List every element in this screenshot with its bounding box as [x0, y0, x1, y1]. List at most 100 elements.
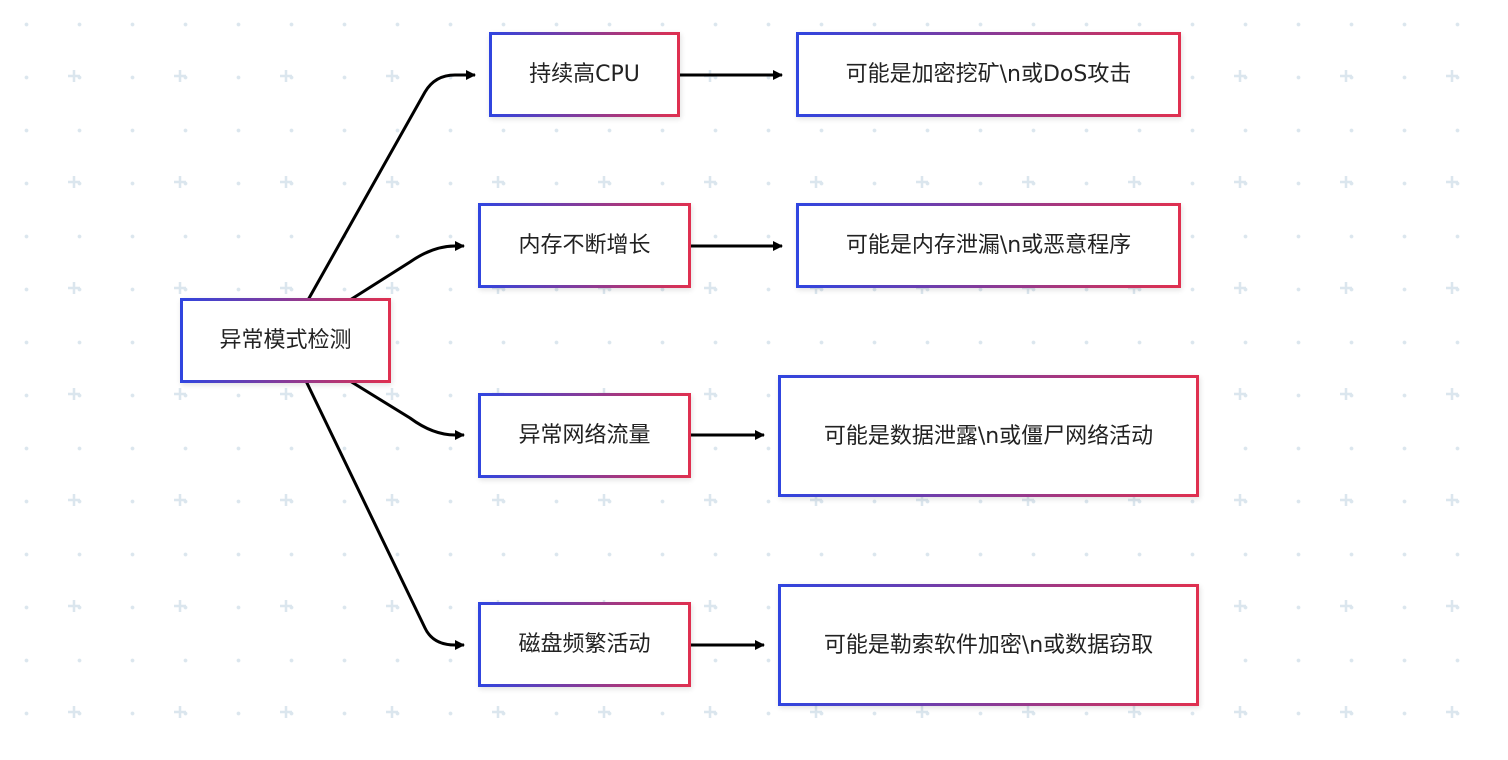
grid-plus-mark: [1446, 494, 1458, 506]
grid-plus-mark: [174, 388, 186, 400]
edge-root-to-net: [349, 379, 465, 440]
grid-plus-mark: [174, 494, 186, 506]
grid-plus-mark: [68, 388, 80, 400]
grid-plus-mark: [1446, 176, 1458, 188]
grid-plus-mark: [1022, 176, 1034, 188]
branch-node-cpu[interactable]: 持续高CPU: [489, 32, 680, 117]
branch-node-memory[interactable]: 内存不断增长: [478, 203, 691, 288]
branch-node-disk[interactable]: 磁盘频繁活动: [478, 602, 691, 687]
grid-plus-mark: [1234, 494, 1246, 506]
grid-plus-mark: [1234, 282, 1246, 294]
grid-plus-mark: [916, 706, 928, 718]
grid-plus-mark: [280, 494, 292, 506]
grid-plus-mark: [174, 706, 186, 718]
grid-plus-mark: [1234, 706, 1246, 718]
result-node-memory[interactable]: 可能是内存泄漏\n或恶意程序: [796, 203, 1181, 288]
grid-plus-mark: [68, 600, 80, 612]
grid-plus-mark: [1128, 176, 1140, 188]
grid-plus-mark: [386, 388, 398, 400]
branch-node-network[interactable]: 异常网络流量: [478, 393, 691, 478]
grid-plus-mark: [598, 600, 610, 612]
branch-node-label: 异常网络流量: [518, 423, 651, 448]
grid-plus-mark: [386, 706, 398, 718]
grid-plus-mark: [704, 494, 716, 506]
grid-plus-mark: [68, 176, 80, 188]
branch-node-label: 磁盘频繁活动: [518, 632, 651, 657]
grid-plus-mark: [704, 706, 716, 718]
grid-plus-mark: [174, 282, 186, 294]
grid-plus-mark: [1340, 706, 1352, 718]
edge-root-to-disk: [304, 380, 465, 650]
grid-plus-mark: [280, 176, 292, 188]
edge-root-to-mem: [349, 241, 465, 302]
result-node-label: 可能是数据泄露\n或僵尸网络活动: [823, 423, 1154, 449]
grid-plus-mark: [492, 176, 504, 188]
grid-plus-mark: [1446, 282, 1458, 294]
grid-plus-mark: [810, 70, 822, 82]
grid-plus-mark: [1234, 600, 1246, 612]
grid-plus-mark: [704, 600, 716, 612]
grid-plus-mark: [916, 494, 928, 506]
grid-plus-mark: [1340, 494, 1352, 506]
grid-plus-mark: [916, 176, 928, 188]
grid-plus-mark: [386, 282, 398, 294]
branch-node-label: 持续高CPU: [529, 62, 640, 87]
root-node[interactable]: 异常模式检测: [180, 298, 391, 383]
grid-plus-mark: [810, 494, 822, 506]
grid-plus-mark: [704, 388, 716, 400]
result-node-network[interactable]: 可能是数据泄露\n或僵尸网络活动: [778, 375, 1199, 497]
edge-root-to-cpu: [306, 70, 476, 301]
grid-plus-mark: [386, 70, 398, 82]
grid-plus-mark: [386, 494, 398, 506]
grid-plus-mark: [492, 494, 504, 506]
grid-plus-mark: [280, 388, 292, 400]
grid-plus-mark: [386, 600, 398, 612]
grid-plus-mark: [280, 600, 292, 612]
grid-plus-mark: [1340, 70, 1352, 82]
grid-plus-mark: [492, 600, 504, 612]
grid-plus-mark: [916, 282, 928, 294]
grid-plus-mark: [68, 70, 80, 82]
grid-plus-mark: [1128, 494, 1140, 506]
grid-plus-mark: [598, 706, 610, 718]
grid-plus-mark: [174, 176, 186, 188]
grid-plus-mark: [492, 70, 504, 82]
result-node-disk[interactable]: 可能是勒索软件加密\n或数据窃取: [778, 584, 1199, 706]
grid-plus-mark: [1340, 600, 1352, 612]
grid-plus-mark: [68, 282, 80, 294]
grid-plus-mark: [280, 282, 292, 294]
grid-plus-mark: [174, 70, 186, 82]
grid-plus-mark: [1340, 176, 1352, 188]
grid-plus-mark: [704, 176, 716, 188]
grid-plus-mark: [1128, 706, 1140, 718]
result-node-label: 可能是内存泄漏\n或恶意程序: [845, 233, 1132, 258]
grid-plus-mark: [1234, 70, 1246, 82]
grid-plus-mark: [704, 282, 716, 294]
grid-plus-mark: [280, 706, 292, 718]
grid-plus-mark: [1022, 282, 1034, 294]
grid-plus-mark: [492, 388, 504, 400]
grid-plus-mark: [68, 706, 80, 718]
grid-plus-mark: [386, 176, 398, 188]
grid-plus-mark: [1234, 388, 1246, 400]
grid-plus-mark: [492, 282, 504, 294]
grid-plus-mark: [1022, 494, 1034, 506]
grid-plus-mark: [810, 176, 822, 188]
grid-plus-mark: [1446, 600, 1458, 612]
grid-plus-mark: [1128, 282, 1140, 294]
grid-plus-mark: [280, 70, 292, 82]
grid-plus-mark: [1446, 706, 1458, 718]
grid-plus-mark: [1446, 388, 1458, 400]
grid-plus-mark: [598, 388, 610, 400]
result-node-label: 可能是加密挖矿\n或DoS攻击: [845, 62, 1132, 87]
grid-plus-mark: [492, 706, 504, 718]
result-node-cpu[interactable]: 可能是加密挖矿\n或DoS攻击: [796, 32, 1181, 117]
grid-plus-mark: [1234, 176, 1246, 188]
grid-plus-mark: [1340, 388, 1352, 400]
grid-plus-mark: [598, 176, 610, 188]
root-node-label: 异常模式检测: [219, 328, 352, 353]
grid-plus-mark: [598, 494, 610, 506]
grid-plus-mark: [810, 706, 822, 718]
